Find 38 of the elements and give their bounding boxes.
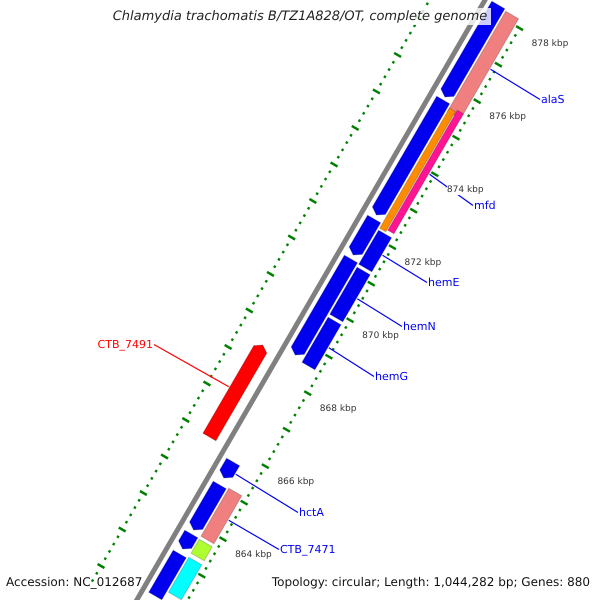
scale-label: 874 kbp (446, 185, 484, 196)
gene-segment (178, 530, 198, 550)
leader-line (382, 254, 428, 284)
gene-segment (190, 538, 213, 562)
scale-label: 864 kbp (235, 550, 272, 560)
gene-segment (358, 230, 392, 272)
scale-label: 870 kbp (362, 331, 399, 342)
gene-segment (301, 316, 342, 370)
gene-segment (148, 550, 187, 600)
leader-line (228, 520, 280, 550)
leader-line (328, 347, 374, 377)
leader-line (356, 298, 402, 327)
gene-label: mfd (474, 199, 496, 212)
gene-segment (168, 556, 202, 600)
gene-segment (348, 214, 382, 256)
gene-label: alaS (541, 93, 565, 106)
scale-label: 878 kbp (532, 39, 568, 50)
gene-segment (219, 458, 240, 479)
gene-label: hemE (428, 276, 460, 289)
gene-label: hemN (403, 320, 436, 333)
gene-segment (387, 110, 464, 234)
scale-label: 866 kbp (277, 477, 314, 488)
gene-label: hemG (375, 370, 408, 383)
gene-segment (189, 480, 227, 531)
scale-label: 868 kbp (320, 404, 356, 414)
gene-segment (202, 344, 268, 442)
scale-label: 872 kbp (404, 258, 442, 268)
gene-segment (200, 488, 242, 544)
gene-segment (329, 266, 371, 322)
leader-line (490, 68, 540, 100)
genome-summary-text: Topology: circular; Length: 1,044,282 bp; Genes: 880 (272, 575, 590, 589)
leader-line (154, 344, 230, 388)
accession-text: Accession: NC_012687 (6, 575, 142, 589)
leader-line (235, 474, 298, 514)
scale-label: 876 kbp (489, 112, 526, 122)
gene-label: hctA (299, 506, 324, 519)
gene-label: CTB_7471 (280, 543, 336, 556)
gene-label: CTB_7491 (98, 338, 153, 351)
